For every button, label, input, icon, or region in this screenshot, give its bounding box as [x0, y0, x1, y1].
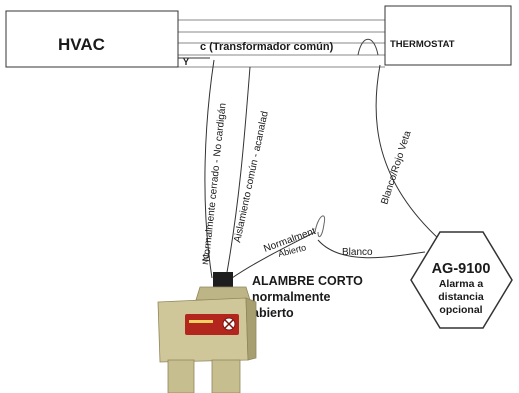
- ag9100-desc-line1: Alarma a: [439, 278, 484, 290]
- ag9100-remote-alarm: AG-9100 Alarma a distancia opcional: [410, 231, 513, 329]
- common-transformer-label: c (Transformador común): [200, 41, 334, 53]
- white-wire-label: Blanco: [342, 247, 373, 258]
- wire-normally-open: [231, 231, 316, 279]
- sensor-cap: [213, 272, 233, 287]
- sensor-warning-cross: [224, 319, 234, 329]
- nc-overlap-label: NC: [201, 253, 211, 266]
- hvac-unit: HVAC Y: [5, 10, 210, 68]
- sensor-side: [245, 297, 257, 361]
- thermostat-unit: THERMOSTAT: [384, 5, 512, 66]
- short-wire-line2: normalmente: [252, 290, 331, 304]
- jumper-arc: [357, 38, 379, 56]
- sensor-label-stripe: [189, 320, 213, 323]
- sensor-stem-right: [211, 359, 241, 393]
- ag9100-model: AG-9100: [432, 261, 491, 277]
- wire-loop: [314, 215, 326, 238]
- short-wire-label: ALAMBRE CORTO normalmente abierto: [252, 274, 363, 320]
- short-wire-line1: ALAMBRE CORTO: [252, 274, 363, 288]
- white-red-stripe-label: Blanco/Rojo Veta: [379, 129, 413, 206]
- wire-white: [317, 239, 426, 259]
- wire-common-insulation: [225, 66, 251, 279]
- wire-normally-closed: [204, 59, 215, 279]
- condensate-sensor: [157, 272, 257, 393]
- short-wire-line3: abierto: [252, 306, 294, 320]
- wire-white-red-stripe: [375, 64, 441, 241]
- y-terminal-label: Y: [183, 57, 189, 67]
- thermostat-label: THERMOSTAT: [390, 39, 455, 50]
- sensor-stem-left: [167, 359, 195, 393]
- ag9100-desc-line3: opcional: [439, 304, 482, 316]
- hvac-label: HVAC: [58, 35, 105, 54]
- ag9100-desc-line2: distancia: [438, 291, 484, 303]
- common-insulation-label: Aislamiento común - acanalad: [232, 110, 271, 243]
